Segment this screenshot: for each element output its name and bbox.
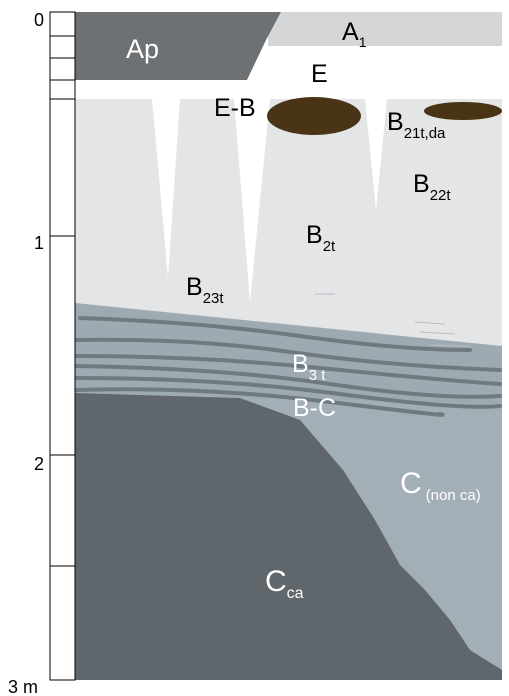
label-b22-sub: 22t bbox=[430, 187, 452, 204]
label-b3: B3 t bbox=[292, 350, 326, 384]
label-b23: B23t bbox=[186, 273, 224, 307]
fissure-marks bbox=[315, 293, 471, 347]
ap-horizon bbox=[75, 12, 281, 80]
label-b23-sub: 23t bbox=[203, 290, 225, 307]
fissure-line bbox=[414, 321, 446, 325]
label-c-non-ca: C(non ca) bbox=[400, 467, 481, 504]
band-line bbox=[73, 387, 445, 417]
label-c-non-ca-main: C bbox=[400, 467, 422, 500]
label-a1-main: A bbox=[342, 18, 359, 46]
band-line bbox=[73, 337, 502, 372]
label-b22: B22t bbox=[413, 170, 451, 204]
label-b21: B21t,da bbox=[387, 108, 446, 142]
label-b22-main: B bbox=[413, 170, 430, 198]
label-b3-sub: 3 t bbox=[309, 367, 327, 384]
a1-horizon bbox=[268, 12, 502, 56]
large-nodule bbox=[267, 97, 361, 135]
label-b2-sub: 2t bbox=[323, 238, 336, 255]
small-nodule bbox=[424, 102, 502, 120]
depth-label-1: 1 bbox=[34, 233, 44, 253]
label-e: E bbox=[311, 60, 328, 88]
depth-label-0: 0 bbox=[34, 10, 44, 30]
label-c-non-ca-sub: (non ca) bbox=[426, 487, 481, 504]
label-bc: B-C bbox=[293, 394, 336, 422]
crack-1 bbox=[152, 99, 180, 278]
band-line bbox=[73, 354, 502, 386]
depth-label-2: 2 bbox=[34, 454, 44, 474]
label-c-ca-sub: ca bbox=[287, 585, 304, 602]
label-b3-main: B bbox=[292, 350, 309, 378]
label-a1-sub: 1 bbox=[359, 34, 367, 50]
label-b23-main: B bbox=[186, 273, 203, 301]
horizon-labels: Ap A1 E E-B B21t,da B22t B2t B23t B3 t B… bbox=[126, 18, 481, 602]
c-ca-horizon bbox=[75, 393, 502, 680]
fissure-line bbox=[419, 331, 456, 335]
fissure-line bbox=[429, 344, 471, 347]
crack-3 bbox=[365, 99, 387, 210]
band-line bbox=[78, 316, 472, 352]
depth-scale-bar bbox=[49, 11, 76, 681]
label-a1: A1 bbox=[342, 18, 367, 50]
label-c-ca-main: C bbox=[265, 565, 287, 598]
label-ap: Ap bbox=[126, 34, 159, 64]
band-line bbox=[73, 376, 502, 409]
label-b21-main: B bbox=[387, 108, 404, 136]
label-b2-main: B bbox=[306, 221, 323, 249]
depth-axis: 0 1 2 3 m bbox=[8, 10, 76, 696]
band-line bbox=[73, 364, 502, 399]
crack-2 bbox=[234, 99, 270, 302]
depth-ticks bbox=[50, 35, 75, 567]
tongue-cracks bbox=[152, 99, 387, 302]
e-horizon bbox=[75, 46, 502, 99]
label-b21-sub: 21t,da bbox=[404, 125, 446, 142]
label-b2: B2t bbox=[306, 221, 336, 255]
label-eb: E-B bbox=[214, 94, 256, 122]
b3-bands bbox=[73, 316, 502, 417]
depth-label-3: 3 m bbox=[8, 677, 38, 696]
label-c-ca: Cca bbox=[265, 565, 304, 602]
